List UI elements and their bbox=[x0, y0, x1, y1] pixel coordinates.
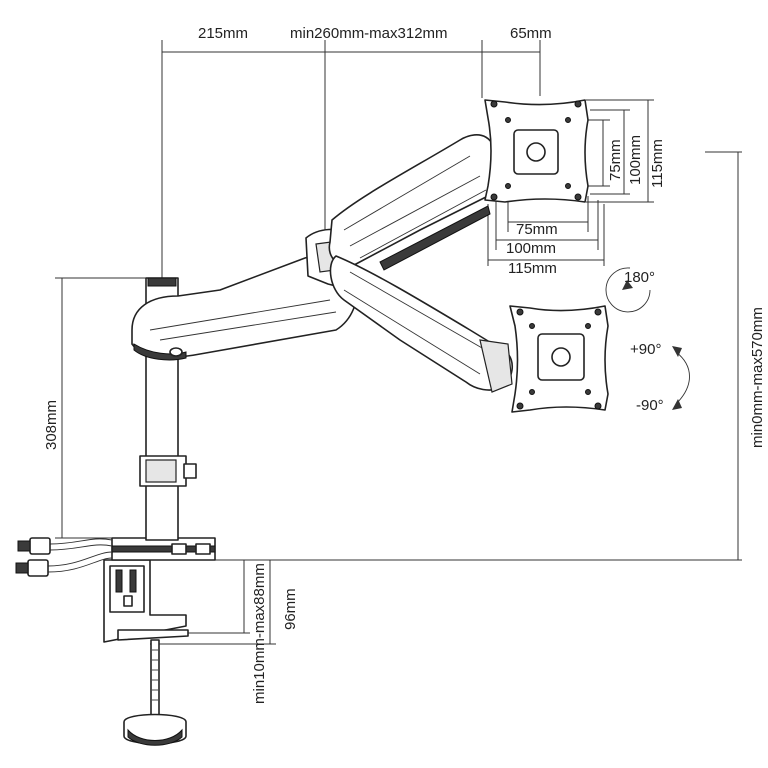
vesa-plate-top bbox=[484, 99, 589, 203]
dim-vesa-w-75: 75mm bbox=[516, 221, 558, 238]
rotation-swivel-label: 180° bbox=[624, 269, 655, 286]
dim-height-range: min0mm-max570mm bbox=[749, 307, 766, 448]
dim-top-left-reach: 215mm bbox=[198, 25, 248, 42]
rotation-indicators bbox=[605, 267, 690, 410]
rotation-tilt-down-label: -90° bbox=[636, 397, 664, 414]
dim-vesa-w-115: 115mm bbox=[508, 260, 557, 277]
vesa-plate-bottom bbox=[509, 305, 609, 413]
dimension-lines bbox=[55, 40, 742, 645]
dim-pole-height: 308mm bbox=[43, 400, 60, 450]
rotation-tilt-up-label: +90° bbox=[630, 341, 661, 358]
dim-arm-length: min260mm-max312mm bbox=[290, 25, 448, 42]
upper-arm-raised bbox=[328, 134, 496, 271]
base-with-usb bbox=[15, 537, 216, 577]
lower-arm bbox=[131, 254, 358, 361]
dim-clamp-depth: 96mm bbox=[282, 588, 299, 630]
desk-clamp bbox=[103, 559, 189, 746]
dim-clamp-range: min10mm-max88mm bbox=[251, 563, 268, 704]
dim-vesa-w-100: 100mm bbox=[506, 240, 556, 257]
dim-vesa-h-115: 115mm bbox=[649, 139, 666, 188]
upper-arm-lowered bbox=[329, 255, 513, 393]
dim-vesa-h-75: 75mm bbox=[607, 139, 624, 181]
dim-top-right-offset: 65mm bbox=[510, 25, 552, 42]
dim-vesa-h-100: 100mm bbox=[627, 135, 644, 185]
